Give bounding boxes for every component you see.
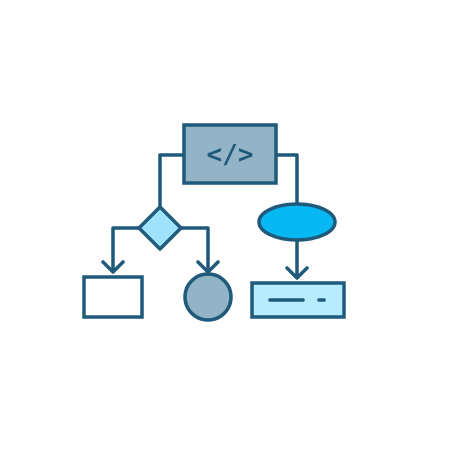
line-decision-to-circle	[179, 226, 210, 270]
arrowhead-middle	[196, 260, 220, 274]
line-code-to-ellipse	[274, 153, 299, 207]
connector-lines	[111, 153, 299, 278]
arrowhead-right	[285, 266, 309, 280]
line-code-to-decision	[158, 153, 186, 209]
connector-circle-icon	[183, 272, 233, 322]
process-rectangle-icon	[82, 275, 144, 319]
line-decision-to-rect	[111, 226, 141, 270]
process-box-right	[250, 281, 346, 319]
code-tag-icon	[182, 123, 278, 185]
arrowhead-left	[101, 260, 125, 274]
code-glyph: </>	[207, 140, 254, 170]
decision-diamond-icon	[137, 205, 183, 251]
code-box: </>	[182, 123, 278, 185]
ellipse-terminator-icon	[257, 202, 337, 242]
arrowheads	[101, 260, 309, 280]
